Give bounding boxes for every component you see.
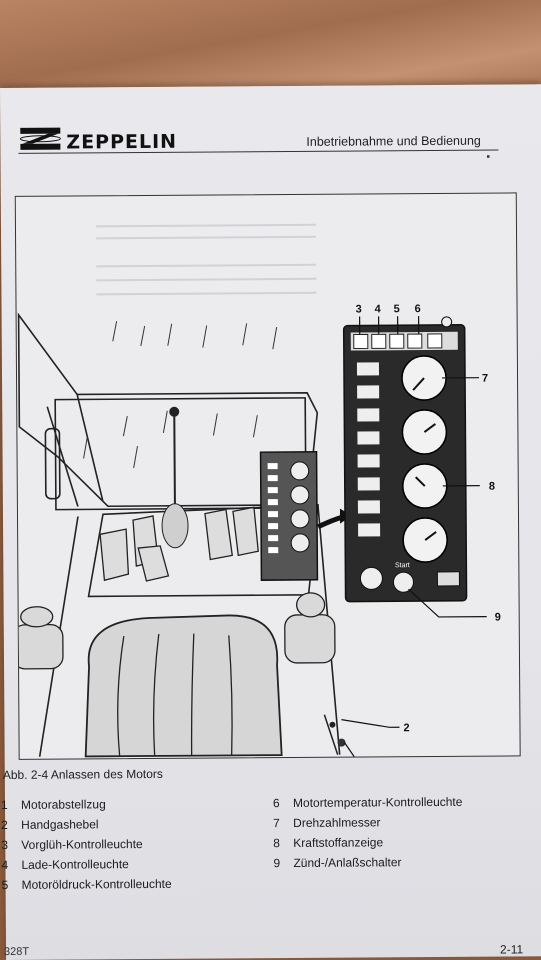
callout-6: 6 bbox=[415, 303, 421, 315]
callout-4: 4 bbox=[375, 303, 382, 315]
callout-8: 8 bbox=[489, 481, 495, 493]
legend-item: Kraftstoffanzeige bbox=[293, 835, 384, 850]
legend-item: Motoröldruck-Kontrolleuchte bbox=[21, 876, 172, 892]
callout-9: 9 bbox=[495, 612, 501, 624]
header-mark: ▪ bbox=[486, 151, 491, 163]
legend-number: 5 bbox=[1, 877, 9, 893]
legend-item: Drehzahlmesser bbox=[293, 815, 381, 830]
legend-number: 3 bbox=[1, 837, 9, 853]
legend-number: 2 bbox=[1, 817, 8, 833]
footer-model: 328T bbox=[3, 945, 30, 958]
legend-number: 8 bbox=[273, 836, 281, 851]
callout-3: 3 bbox=[356, 303, 362, 315]
figure-caption: Abb. 2-4 Anlassen des Motors bbox=[2, 766, 163, 782]
brand-name: ZEPPELIN bbox=[66, 130, 178, 154]
callout-2: 2 bbox=[403, 722, 409, 734]
legend-item: Motortemperatur-Kontrolleuchte bbox=[292, 794, 463, 810]
manual-page: ZEPPELIN Inbetriebnahme und Bedienung ▪ bbox=[0, 84, 541, 960]
legend-list: 1 Motorabstellzug 2 Handgashebel 3 Vorgl… bbox=[1, 790, 541, 892]
legend-number: 1 bbox=[0, 797, 8, 813]
page-number: 2-11 bbox=[499, 942, 524, 957]
legend-number: 4 bbox=[1, 857, 9, 873]
cab-illustration: Start 3 4 5 6 7 8 bbox=[15, 223, 501, 759]
callout-5: 5 bbox=[394, 303, 400, 315]
legend-number: 9 bbox=[273, 856, 281, 871]
legend-item: Zünd-/Anlaßschalter bbox=[293, 855, 402, 870]
legend-item: Lade-Kontrolleuchte bbox=[21, 857, 129, 872]
legend-item: Vorglüh-Kontrolleuchte bbox=[21, 837, 143, 852]
panel-start-label: Start bbox=[395, 562, 410, 569]
legend-number: 6 bbox=[272, 796, 280, 811]
legend-number: 7 bbox=[273, 816, 280, 831]
section-title: Inbetriebnahme und Bedienung bbox=[306, 133, 481, 149]
zeppelin-logo-icon bbox=[19, 127, 61, 150]
callout-7: 7 bbox=[482, 373, 488, 385]
legend-item: Motorabstellzug bbox=[20, 797, 106, 812]
legend-item: Handgashebel bbox=[21, 817, 99, 832]
figure-engine-start: Start 3 4 5 6 7 8 bbox=[14, 192, 521, 760]
